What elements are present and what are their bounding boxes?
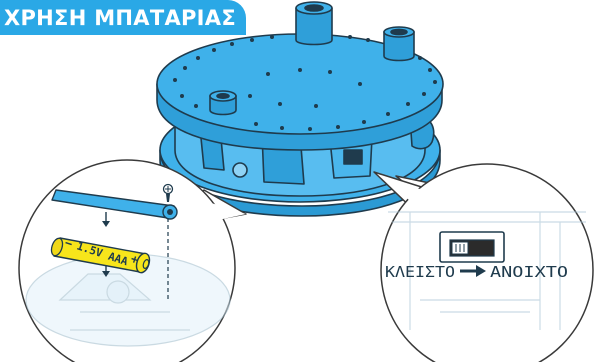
switch-on-label: ΑΝΟΙΧΤΟ xyxy=(490,263,568,281)
switch-off-label: ΚΛΕΙΣΤΟ xyxy=(385,263,455,281)
toggle-switch-icon xyxy=(450,240,494,256)
title-badge: ΧΡΗΣΗ ΜΠΑΤΑΡΙΑΣ xyxy=(0,0,246,35)
diagram-title: ΧΡΗΣΗ ΜΠΑΤΑΡΙΑΣ xyxy=(0,6,236,30)
